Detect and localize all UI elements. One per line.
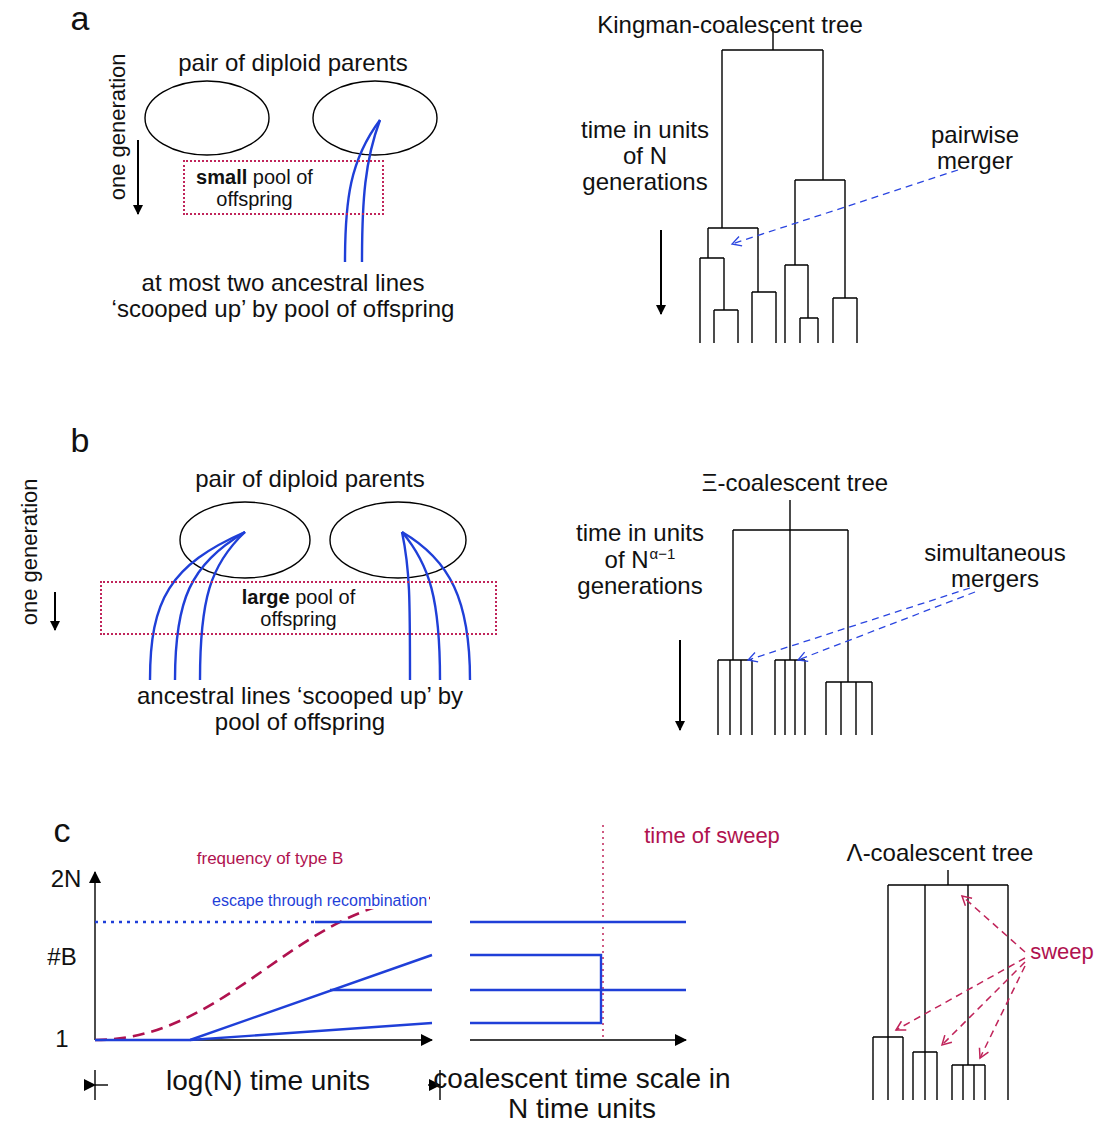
- panel-letter: b: [60, 422, 100, 459]
- caption-text: pair of diploid parents: [123, 50, 463, 76]
- axis-tick: 2N: [36, 866, 96, 892]
- caption-text: at most two ancestral lines ‘scooped up’…: [97, 270, 469, 322]
- panel-letter: c: [42, 812, 82, 849]
- axis-tick: 1: [42, 1026, 82, 1052]
- ancestral-lines: [150, 532, 470, 680]
- kingman-tree: [700, 28, 857, 343]
- pool-text: large pool of offspring: [219, 586, 379, 630]
- sweep-arrows: [896, 896, 1025, 1058]
- axis-label: time in units of N generations: [575, 117, 715, 195]
- parent-ellipse: [313, 81, 437, 155]
- callout-text: simultaneous mergers: [910, 540, 1080, 592]
- ancestral-lines: [345, 120, 380, 262]
- caption-text: ancestral lines ‘scooped up’ by pool of …: [135, 683, 465, 735]
- callout-text: pairwise merger: [910, 122, 1040, 174]
- axis-label: one generation: [106, 22, 130, 232]
- axis-label: one generation: [18, 447, 42, 657]
- tree-title: Kingman-coalescent tree: [570, 12, 890, 38]
- line-label: escape through recombination: [210, 892, 429, 909]
- marker-label: time of sweep: [622, 824, 802, 848]
- parent-ellipse: [145, 81, 269, 155]
- panel-letter: a: [60, 0, 100, 37]
- offspring-pool: large pool of offspring: [100, 581, 497, 635]
- exponent: α−1: [650, 545, 676, 562]
- offspring-pool: small pool of offspring: [183, 160, 384, 215]
- axis-label: time in units of Nα−1 generations: [565, 520, 715, 599]
- marker-label: sweep: [1022, 940, 1102, 964]
- axis-label: log(N) time units: [118, 1066, 418, 1096]
- parent-ellipse: [180, 502, 310, 578]
- curve-label: frequency of type B: [140, 850, 400, 868]
- xi-tree: [718, 500, 872, 735]
- leader-line: [748, 588, 975, 660]
- sweep-time-line: [602, 825, 604, 1040]
- lineages: [95, 922, 686, 1040]
- parent-ellipse: [330, 502, 466, 578]
- lambda-tree: [873, 870, 1008, 1100]
- tree-title: Λ-coalescent tree: [820, 840, 1060, 866]
- axis-label-text: time in units of N: [576, 519, 704, 573]
- leader-line: [732, 170, 958, 244]
- frequency-curve: [95, 898, 430, 1040]
- pool-text: small pool of offspring: [185, 166, 324, 210]
- axis-tick: #B: [32, 944, 92, 970]
- tree-title: Ξ-coalescent tree: [665, 470, 925, 496]
- caption-text: pair of diploid parents: [140, 466, 480, 492]
- axis-label-text: generations: [565, 573, 715, 599]
- axis-label: coalescent time scale in N time units: [432, 1064, 732, 1124]
